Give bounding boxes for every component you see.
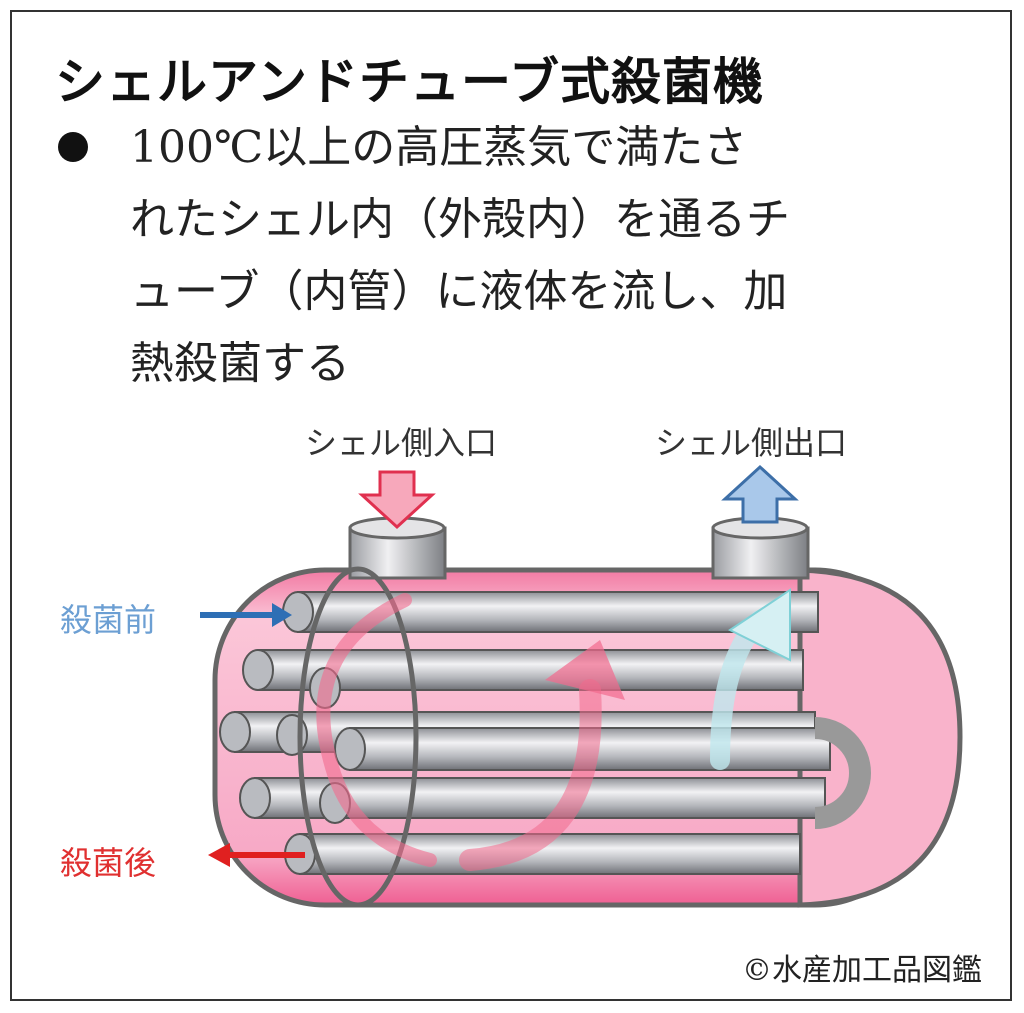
copyright-credit: ©水産加工品図鑑 (742, 953, 982, 988)
outlet-nozzle (711, 516, 810, 580)
description-line: ューブ（内管）に液体を流し、加 (130, 266, 788, 317)
bullet-icon (58, 132, 88, 162)
before-sterilization-label: 殺菌前 (60, 601, 157, 639)
after-sterilization-label: 殺菌後 (60, 844, 157, 882)
shell-inlet-arrow-icon (358, 470, 436, 530)
description-line: 熱殺菌する (130, 338, 350, 389)
shell-inlet-label: シェル側入口 (305, 424, 498, 462)
page-title: シェルアンドチューブ式殺菌機 (55, 53, 764, 111)
shell-outlet-label: シェル側出口 (655, 424, 848, 462)
steam-flow-arrows (316, 588, 791, 871)
description-line: れたシェル内（外殻内）を通るチ (130, 194, 790, 245)
after-arrow-icon (208, 843, 305, 867)
shell-outlet-arrow-icon (721, 464, 799, 524)
shell-end-outline (297, 566, 419, 908)
description-line: 100℃以上の高圧蒸気で満たさ (130, 122, 748, 173)
frame (10, 10, 1012, 1001)
before-arrow-icon (200, 603, 292, 627)
description: 100℃以上の高圧蒸気で満たさ れたシェル内（外殻内）を通るチ ューブ（内管）に… (130, 112, 790, 400)
